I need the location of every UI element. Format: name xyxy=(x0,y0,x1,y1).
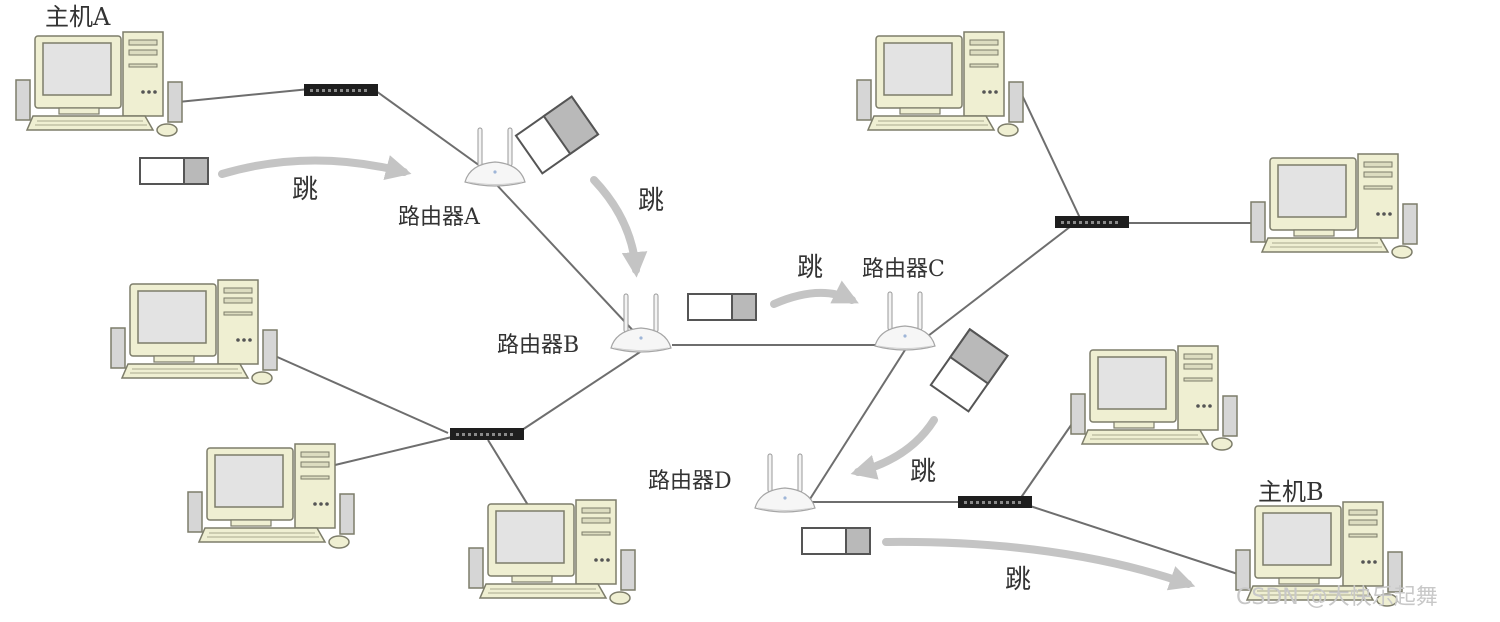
label-host-a: 主机A xyxy=(45,3,111,31)
label-router-b: 路由器B xyxy=(497,333,579,358)
hop-label-3: 跳 xyxy=(797,253,823,283)
label-host-b: 主机B xyxy=(1258,478,1324,506)
link-host-a-switch-1 xyxy=(177,88,311,103)
link-router-c-router-d xyxy=(809,349,906,500)
router-b-icon xyxy=(610,293,672,353)
hop-arrow-5 xyxy=(882,537,1196,591)
computer-right-middle xyxy=(1070,345,1238,451)
hop-arrow-2 xyxy=(590,176,648,278)
link-router-b-switch-2 xyxy=(518,351,641,433)
link-router-c-switch-3 xyxy=(927,222,1076,337)
switch-2-icon xyxy=(450,428,524,440)
hop-label-5: 跳 xyxy=(1005,565,1031,595)
link-switch-2-pc-3 xyxy=(487,439,532,511)
computer-top-right xyxy=(856,31,1024,137)
computer-left-lower xyxy=(187,443,355,549)
link-switch-1-router-a xyxy=(375,90,495,177)
label-router-c: 路由器C xyxy=(862,257,945,282)
label-router-a: 路由器A xyxy=(398,205,481,230)
link-switch-4-host-b xyxy=(1029,505,1251,579)
switch-4-icon xyxy=(958,496,1032,508)
hop-arrow-3 xyxy=(770,280,859,308)
hop-arrow-4 xyxy=(850,416,938,480)
hop-label-4: 跳 xyxy=(910,457,936,487)
host-a-computer xyxy=(15,31,183,137)
switch-3-icon xyxy=(1055,216,1129,228)
computer-right-upper xyxy=(1250,153,1418,259)
watermark-text: CSDN @大快乐起舞 xyxy=(1236,585,1438,610)
packet-4 xyxy=(929,327,1009,413)
link-switch-2-pc-1 xyxy=(274,355,449,434)
switch-1-icon xyxy=(304,84,378,96)
hop-arrows xyxy=(218,155,1196,591)
router-d-icon xyxy=(754,453,816,513)
packet-1 xyxy=(139,157,209,185)
link-switch-3-pc-top-right xyxy=(1021,94,1081,219)
link-switch-4-pc-right xyxy=(1019,417,1077,500)
link-switch-2-pc-2 xyxy=(334,436,453,466)
computer-left-upper xyxy=(110,279,278,385)
network-links xyxy=(177,88,1262,579)
hop-label-1: 跳 xyxy=(292,175,318,205)
packet-2 xyxy=(514,95,600,175)
label-router-d: 路由器D xyxy=(648,469,732,494)
computer-bottom-center xyxy=(468,499,636,605)
router-c-icon xyxy=(874,291,936,351)
packet-5 xyxy=(801,527,871,555)
hop-arrow-1 xyxy=(218,155,412,180)
link-router-a-router-b xyxy=(493,181,641,339)
packet-3 xyxy=(687,293,757,321)
hop-label-2: 跳 xyxy=(638,186,664,216)
